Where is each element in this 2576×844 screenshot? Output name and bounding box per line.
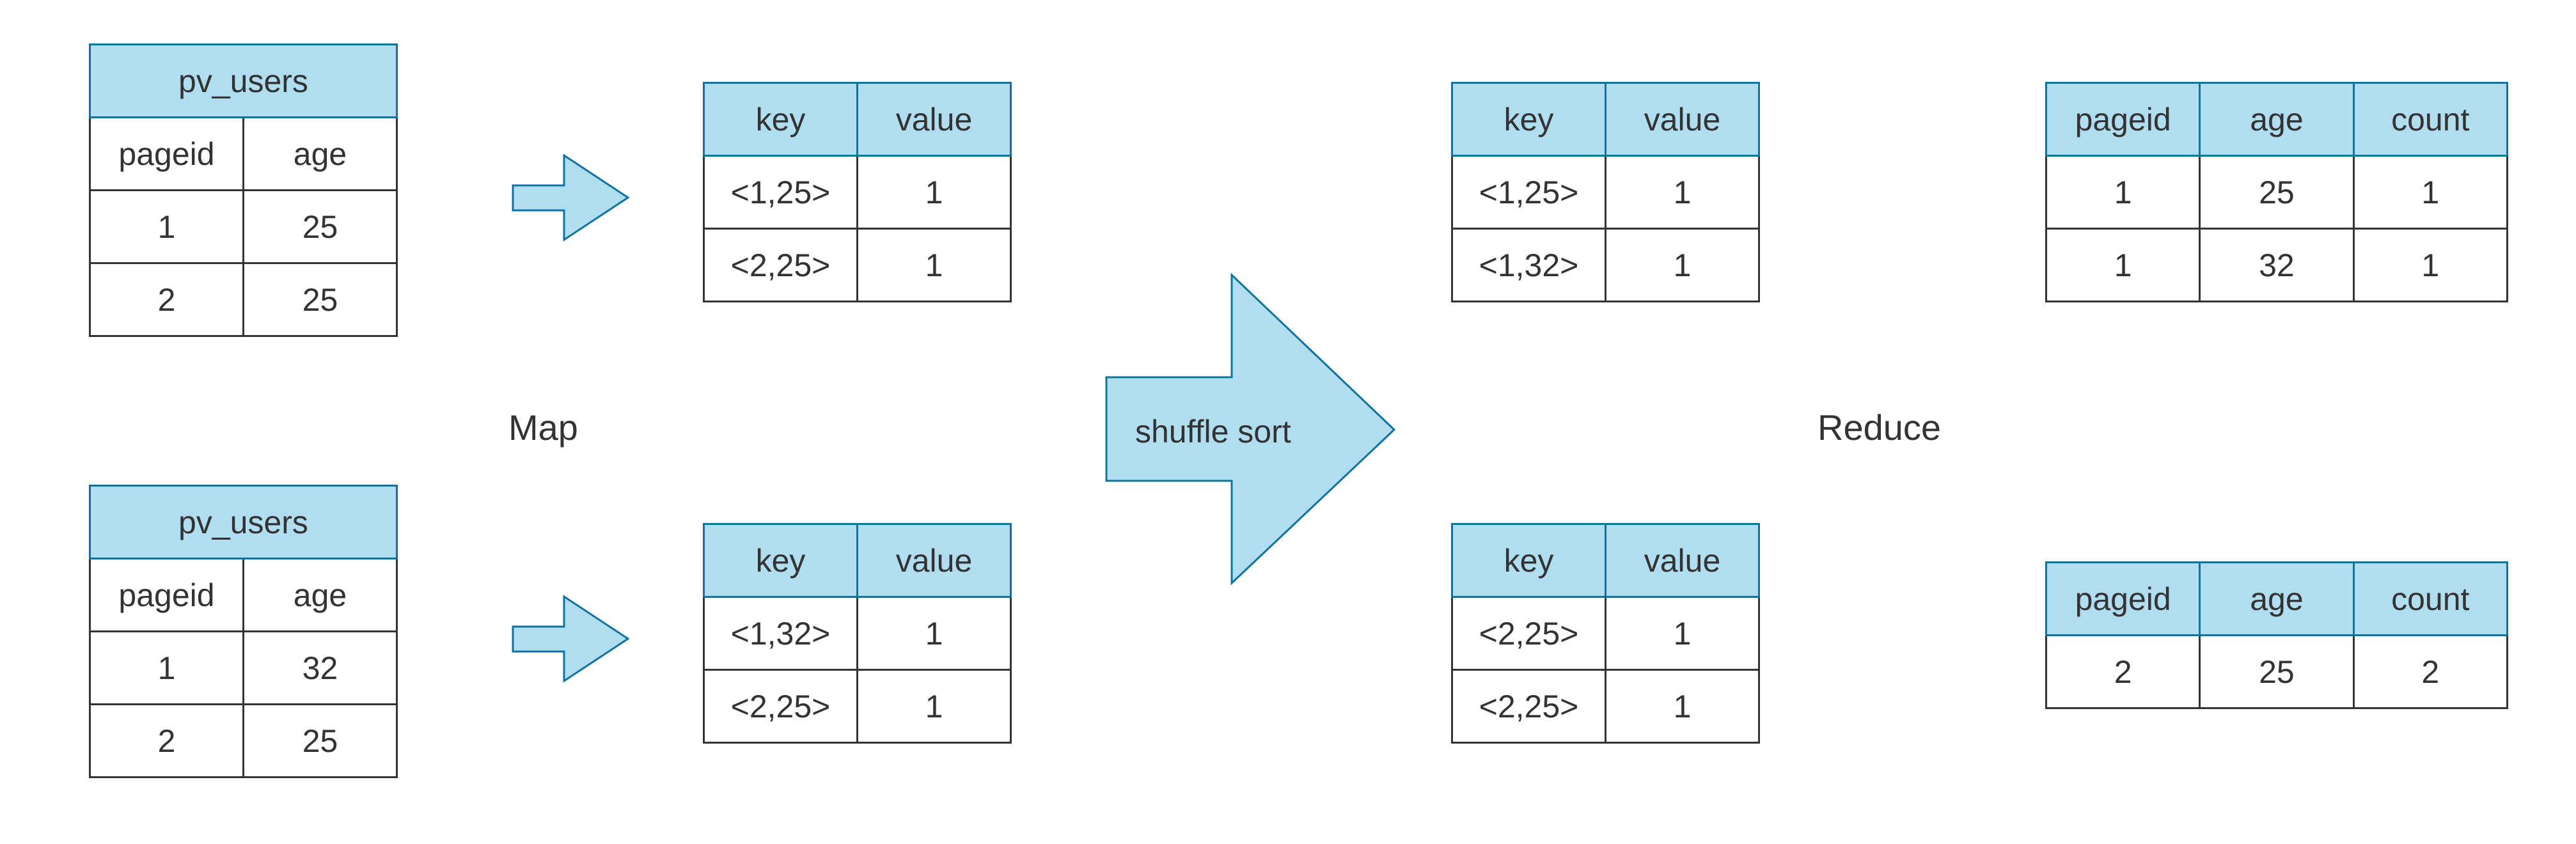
table-row: <2,25> 1 [1451, 596, 1760, 671]
column-header: pageid [89, 116, 244, 191]
column-header: age [242, 116, 398, 191]
column-header: value [1605, 523, 1760, 598]
table-cell: <1,32> [1451, 228, 1606, 302]
map-label: Map [508, 407, 578, 448]
reduce-output-table-1: pageid age count 1 25 1 1 32 1 [2045, 82, 2509, 302]
table-row: <2,25> 1 [703, 669, 1012, 744]
map-arrow-bottom [512, 595, 630, 683]
column-header: key [1451, 523, 1606, 598]
column-header: pageid [2045, 82, 2201, 157]
table-cell: 1 [2045, 155, 2201, 230]
shuffle-output-table-1: key value <1,25> 1 <1,32> 1 [1451, 82, 1760, 302]
table-row: <1,32> 1 [1451, 228, 1760, 302]
table-row: <1,32> 1 [703, 596, 1012, 671]
table-cell: 2 [89, 703, 244, 778]
table-cell: 1 [856, 669, 1012, 744]
table-cell: 1 [856, 155, 1012, 230]
table-row: 1 32 1 [2045, 228, 2509, 302]
table-row: 2 25 [89, 703, 398, 778]
column-header: value [856, 523, 1012, 598]
input-table-2: pv_users pageid age 1 32 2 25 [89, 485, 398, 778]
map-output-table-1: key value <1,25> 1 <2,25> 1 [703, 82, 1012, 302]
column-header: age [2199, 82, 2355, 157]
table-row: <2,25> 1 [703, 228, 1012, 302]
table-row: 2 25 2 [2045, 634, 2509, 709]
input-table-1: pv_users pageid age 1 25 2 25 [89, 43, 398, 337]
column-header: pageid [2045, 561, 2201, 636]
table-cell: 32 [2199, 228, 2355, 302]
table-row: 1 25 1 [2045, 155, 2509, 230]
map-output-table-2: key value <1,32> 1 <2,25> 1 [703, 523, 1012, 744]
table-cell: <1,25> [703, 155, 858, 230]
table-cell: 1 [1605, 596, 1760, 671]
table-row: <1,25> 1 [703, 155, 1012, 230]
table-cell: 25 [2199, 634, 2355, 709]
table-row: 1 25 [89, 189, 398, 264]
table-cell: 1 [1605, 228, 1760, 302]
table-cell: 2 [2352, 634, 2509, 709]
table-cell: 1 [856, 596, 1012, 671]
table-cell: <2,25> [703, 669, 858, 744]
shuffle-output-table-2: key value <2,25> 1 <2,25> 1 [1451, 523, 1760, 744]
column-header: count [2352, 82, 2509, 157]
table-row: 1 32 [89, 630, 398, 705]
map-arrow-top [512, 153, 630, 242]
table-cell: 25 [242, 262, 398, 337]
table-cell: <2,25> [1451, 596, 1606, 671]
table-cell: 1 [89, 189, 244, 264]
input-table-title: pv_users [89, 485, 398, 559]
table-cell: 1 [856, 228, 1012, 302]
column-header: age [242, 558, 398, 632]
column-header: key [1451, 82, 1606, 157]
table-row: 2 25 [89, 262, 398, 337]
table-cell: 25 [242, 189, 398, 264]
shuffle-arrow [1105, 272, 1396, 586]
table-cell: 1 [1605, 155, 1760, 230]
table-row: <1,25> 1 [1451, 155, 1760, 230]
column-header: value [856, 82, 1012, 157]
column-header: pageid [89, 558, 244, 632]
table-cell: 1 [89, 630, 244, 705]
table-cell: 25 [242, 703, 398, 778]
table-cell: <1,25> [1451, 155, 1606, 230]
table-cell: <1,32> [703, 596, 858, 671]
table-cell: 1 [2352, 155, 2509, 230]
table-row: <2,25> 1 [1451, 669, 1760, 744]
column-header: key [703, 82, 858, 157]
shuffle-sort-label: shuffle sort [1135, 414, 1291, 449]
table-cell: <2,25> [1451, 669, 1606, 744]
column-header: value [1605, 82, 1760, 157]
table-cell: 2 [89, 262, 244, 337]
table-cell: 2 [2045, 634, 2201, 709]
reduce-label: Reduce [1818, 407, 1942, 448]
table-cell: <2,25> [703, 228, 858, 302]
table-cell: 1 [1605, 669, 1760, 744]
column-header: age [2199, 561, 2355, 636]
column-header: count [2352, 561, 2509, 636]
table-cell: 1 [2352, 228, 2509, 302]
input-table-title: pv_users [89, 43, 398, 118]
column-header: key [703, 523, 858, 598]
reduce-output-table-2: pageid age count 2 25 2 [2045, 561, 2509, 709]
table-cell: 1 [2045, 228, 2201, 302]
table-cell: 32 [242, 630, 398, 705]
table-cell: 25 [2199, 155, 2355, 230]
